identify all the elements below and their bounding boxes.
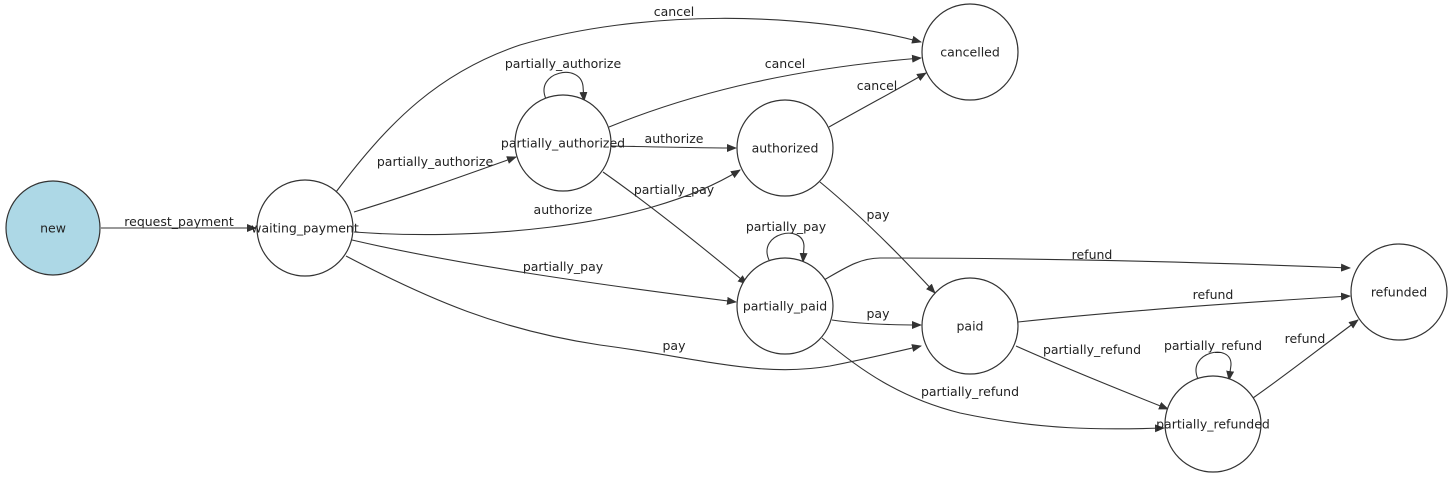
state-label-authorized: authorized: [752, 141, 819, 156]
state-partially-authorized[interactable]: partially_authorized: [501, 94, 625, 192]
edge-label-partially-authorize-loop: partially_authorize: [505, 56, 622, 71]
edge-label-refund-1: refund: [1072, 247, 1113, 262]
edges: request_payment cancel partially_authori…: [101, 4, 1359, 433]
edge-pay-from-authorized: [819, 181, 936, 294]
edge-label-cancel-2: cancel: [765, 56, 806, 71]
state-label-partially-authorized: partially_authorized: [501, 136, 625, 151]
edge-partially-pay-from-partially-authorized: [602, 171, 748, 285]
edge-label-partially-pay-loop: partially_pay: [746, 219, 827, 234]
edge-label-partially-refund-loop: partially_refund: [1164, 338, 1262, 353]
state-label-new: new: [40, 221, 66, 236]
state-partially-paid[interactable]: partially_paid: [736, 257, 834, 355]
edge-partially-authorize: [353, 156, 517, 213]
edge-pay-from-waiting: [345, 255, 922, 371]
edge-label-refund-2: refund: [1193, 287, 1234, 302]
edge-authorize-from-waiting: [353, 169, 741, 236]
edge-label-pay-2: pay: [867, 306, 891, 321]
state-paid[interactable]: paid: [921, 277, 1019, 375]
state-label-waiting-payment: waiting_payment: [251, 221, 359, 236]
edge-loop-partially-pay: [766, 232, 808, 263]
edge-label-partially-refund-2: partially_refund: [921, 384, 1019, 399]
edge-cancel-from-waiting: [335, 17, 922, 193]
state-waiting-payment[interactable]: waiting_payment: [251, 179, 359, 277]
edge-refund-from-partially-paid: [823, 257, 1351, 281]
edge-authorize-from-partially-authorized: [611, 143, 737, 152]
edge-loop-partially-authorize: [543, 71, 588, 102]
state-label-refunded: refunded: [1371, 285, 1427, 300]
edge-partially-refund-from-paid: [1015, 345, 1169, 410]
state-new[interactable]: new: [5, 180, 101, 276]
edge-label-partially-refund-1: partially_refund: [1043, 342, 1141, 357]
edge-refund-from-paid: [1017, 292, 1351, 323]
edge-cancel-from-partially-authorized: [608, 54, 922, 128]
state-label-partially-refunded: partially_refunded: [1156, 417, 1270, 432]
edge-cancel-from-authorized: [828, 72, 927, 128]
edge-label-authorize-2: authorize: [534, 202, 593, 217]
edge-loop-partially-refund: [1195, 351, 1235, 381]
edge-label-pay-1: pay: [867, 207, 891, 222]
edge-label-cancel-1: cancel: [654, 4, 695, 19]
state-label-cancelled: cancelled: [940, 45, 1000, 60]
edge-label-request-payment: request_payment: [124, 214, 234, 229]
edge-label-partially-authorize: partially_authorize: [377, 154, 494, 169]
edge-label-partially-pay-2: partially_pay: [523, 259, 604, 274]
state-label-partially-paid: partially_paid: [743, 299, 827, 314]
state-refunded[interactable]: refunded: [1350, 243, 1448, 341]
state-cancelled[interactable]: cancelled: [921, 3, 1019, 101]
edge-label-authorize-1: authorize: [645, 131, 704, 146]
state-label-paid: paid: [956, 319, 983, 334]
edge-partially-pay-from-waiting: [351, 239, 737, 305]
edge-label-cancel-3: cancel: [857, 78, 898, 93]
edge-label-refund-3: refund: [1285, 331, 1326, 346]
edge-label-pay-3: pay: [663, 338, 687, 353]
edge-refund-from-partially-refunded: [1252, 319, 1359, 399]
edge-partially-refund-from-partially-paid: [821, 337, 1165, 433]
nodes: new waiting_payment partially_authorized…: [5, 3, 1448, 473]
edge-pay-from-partially-paid: [831, 319, 922, 329]
state-partially-refunded[interactable]: partially_refunded: [1156, 375, 1270, 473]
state-authorized[interactable]: authorized: [736, 99, 834, 197]
